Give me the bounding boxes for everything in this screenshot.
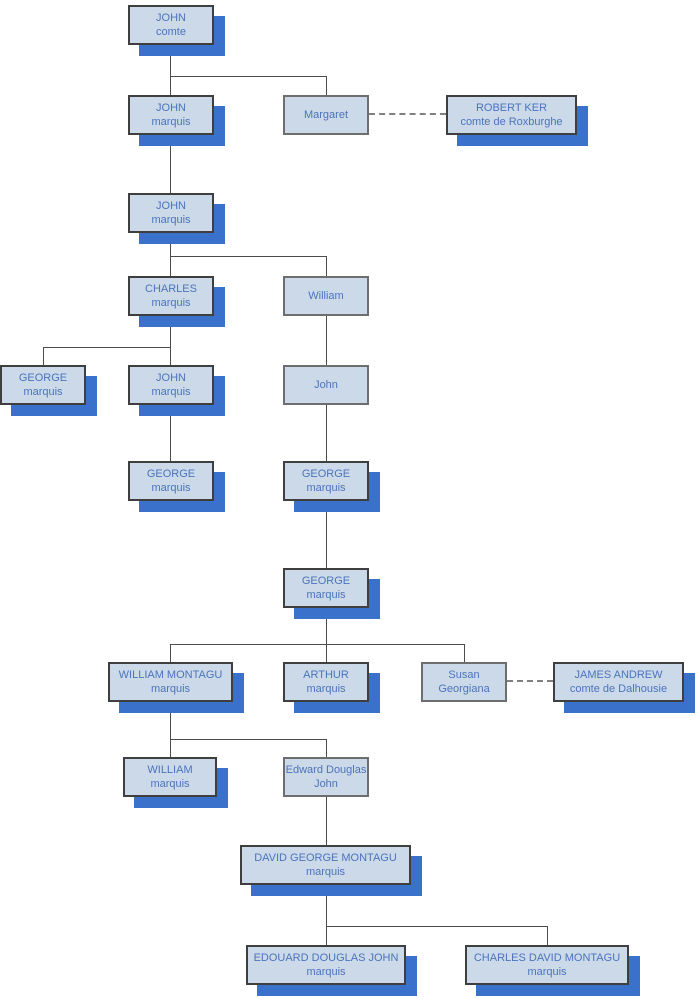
tree-connector [326,256,327,276]
person-name: Edward Douglas [285,764,367,776]
tree-connector [170,135,171,193]
tree-connector [170,316,171,365]
person-name: CHARLES DAVID MONTAGU [473,952,621,964]
person-title: Georgiana [438,683,490,695]
node-john-comte: JOHN comte [128,5,214,45]
node-edward-douglas-john: Edward Douglas John [283,757,369,797]
person-title: marquis [23,386,63,398]
node-david-george-montagu: DAVID GEORGE MONTAGU marquis [240,845,411,885]
tree-connector [170,739,327,740]
person-name: Susan [448,669,480,681]
node-john-marquis-2: JOHN marquis [128,193,214,233]
person-name: GEORGE [301,468,351,480]
tree-connector [326,608,327,662]
person-title: marquis [151,214,191,226]
node-john-marquis-1: JOHN marquis [128,95,214,135]
tree-connector [170,256,327,257]
tree-connector [326,797,327,845]
tree-connector [326,501,327,568]
person-name: JOHN [156,102,186,114]
person-name: ARTHUR [303,669,349,681]
person-title: marquis [151,386,191,398]
person-title: marquis [305,866,346,878]
tree-connector [326,405,327,461]
person-title: marquis [527,966,567,978]
tree-connector [170,405,171,461]
tree-connector [326,926,548,927]
tree-connector [326,885,327,945]
node-william-marquis: WILLIAM marquis [123,757,217,797]
person-name: JOHN [156,372,186,384]
person-title: marquis [306,589,346,601]
marriage-connector [369,113,446,115]
person-name: JOHN [156,12,186,24]
tree-connector [43,347,44,365]
person-title: marquis [306,482,346,494]
tree-connector [170,76,327,77]
node-john: John [283,365,369,405]
node-robert-ker: ROBERT KER comte de Roxburghe [446,95,577,135]
tree-connector [464,644,465,662]
person-title: marquis [306,683,346,695]
person-name: GEORGE [301,575,351,587]
node-arthur: ARTHUR marquis [283,662,369,702]
tree-connector [170,702,171,757]
node-george-marquis-3: GEORGE marquis [283,461,369,501]
person-name: JOHN [156,200,186,212]
tree-connector [170,45,171,95]
person-name: ROBERT KER [475,102,548,114]
tree-connector [170,644,465,645]
person-title: comte [156,26,186,38]
person-title: marquis [150,778,190,790]
node-george-marquis-1: GEORGE marquis [0,365,86,405]
node-george-marquis-2: GEORGE marquis [128,461,214,501]
node-william: William [283,276,369,316]
tree-connector [170,233,171,276]
person-name: DAVID GEORGE MONTAGU [254,852,397,864]
node-margaret: Margaret [283,95,369,135]
person-name: EDOUARD DOUGLAS JOHN [253,952,399,964]
tree-connector [547,926,548,945]
node-william-montagu: WILLIAM MONTAGU marquis [108,662,233,702]
node-james-andrew: JAMES ANDREW comte de Dalhousie [553,662,684,702]
node-susan-georgiana: Susan Georgiana [421,662,507,702]
person-title: marquis [151,482,191,494]
node-george-marquis-4: GEORGE marquis [283,568,369,608]
node-john-marquis-3: JOHN marquis [128,365,214,405]
person-name: William [308,290,344,302]
person-title: John [314,778,338,790]
person-title: marquis [306,966,346,978]
person-title: comte de Dalhousie [569,683,668,695]
node-edouard-douglas-john: EDOUARD DOUGLAS JOHN marquis [246,945,406,985]
person-title: marquis [151,297,191,309]
person-name: GEORGE [146,468,196,480]
node-charles-david-montagu: CHARLES DAVID MONTAGU marquis [465,945,629,985]
marriage-connector [507,680,553,682]
person-title: marquis [151,116,191,128]
person-name: Margaret [303,109,349,121]
tree-connector [326,316,327,365]
person-title: marquis [150,683,191,695]
person-name: WILLIAM MONTAGU [118,669,223,681]
person-name: CHARLES [145,283,197,295]
tree-connector [43,347,171,348]
person-name: John [314,379,338,391]
person-name: WILLIAM [147,764,193,776]
person-name: GEORGE [18,372,68,384]
person-title: comte de Roxburghe [460,116,563,128]
tree-connector [170,644,171,662]
node-charles-marquis: CHARLES marquis [128,276,214,316]
tree-connector [326,76,327,95]
tree-connector [326,739,327,757]
person-name: JAMES ANDREW [574,669,663,681]
